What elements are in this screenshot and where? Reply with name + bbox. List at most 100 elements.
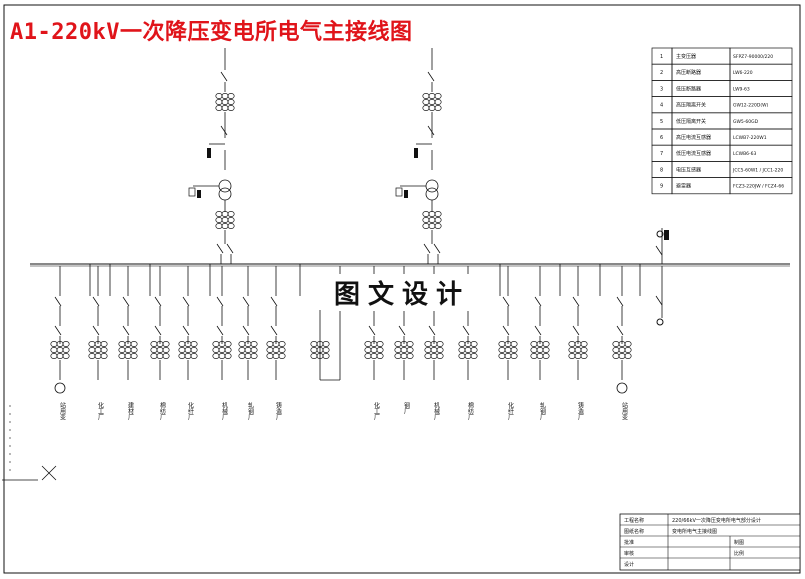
feeder-left-5-ct-ring	[190, 347, 198, 353]
feeder-right-2-ct-ring	[400, 347, 408, 353]
feeder-right-6-ct-ring	[536, 347, 544, 353]
feeder-left-6-ct-ring	[218, 353, 226, 359]
feeder-left-5-ct-ring	[184, 347, 192, 353]
feeder-right-1-ct-ring	[364, 353, 372, 359]
feeder-right-8-ct-ring	[618, 353, 626, 359]
tb-project: 220/66kV一次降压变电所电气部分设计	[672, 517, 761, 524]
feeder-right-8-ct-ring	[612, 353, 620, 359]
feeder-right-2-ct-ring	[394, 347, 402, 353]
feeder-right-1-ct-ring	[370, 341, 378, 347]
transformer-bay-2-ct-ring	[434, 93, 442, 99]
station-transformer-1	[54, 382, 66, 394]
feeder-left-3-ct-ring	[124, 353, 132, 359]
eq-cell-model	[729, 177, 793, 195]
feeder-left-6-label: 机械厂	[221, 401, 228, 421]
feeder-left-6-ct-ring	[224, 347, 232, 353]
transformer-bay-2-breaker	[427, 125, 435, 136]
transformer-bay-1-ct-ring	[221, 105, 229, 111]
feeder-right-6-label: 轧钢厂	[539, 401, 546, 421]
feeder-right-4-ct-ring	[458, 347, 466, 353]
feeder-left-6-ct-ring	[218, 347, 226, 353]
feeder-right-1-ct-ring	[364, 347, 372, 353]
feeder-right-6-breaker	[534, 325, 542, 336]
feeder-left-4-ct-ring	[162, 347, 170, 353]
feeder-left-2-breaker	[92, 325, 100, 336]
feeder-right-2-label: 钢厂	[403, 401, 410, 415]
feeder-left-1-breaker	[54, 325, 62, 336]
feeder-left-5-ct-ring	[178, 347, 186, 353]
bus-coupler-ct-ring	[310, 341, 318, 347]
feeder-right-8-ct-ring	[612, 347, 620, 353]
feeder-right-4-ct-ring	[458, 341, 466, 347]
feeder-left-1-ct-ring	[62, 347, 70, 353]
feeder-left-8-ct-ring	[272, 353, 280, 359]
feeder-right-5-ct-ring	[498, 353, 506, 359]
feeder-left-1-ct-ring	[50, 347, 58, 353]
transformer-bay-2-switch-a	[423, 243, 431, 254]
transformer-bay-1-neutral-box	[188, 187, 196, 197]
feeder-left-1-ct-ring	[56, 341, 64, 347]
transformer-bay-1-ct-ring	[215, 105, 223, 111]
feeder-left-4-breaker	[154, 325, 162, 336]
feeder-right-6-ct-ring	[542, 347, 550, 353]
feeder-right-7-ct-ring	[568, 353, 576, 359]
feeder-left-5-ct-ring	[184, 353, 192, 359]
feeder-right-2-ct-ring	[400, 341, 408, 347]
eq-no: 7	[660, 151, 663, 157]
eq-model: GW5-60GD	[733, 119, 759, 125]
feeder-left-6-ct-ring	[212, 347, 220, 353]
ref-cross-b	[41, 465, 57, 481]
eq-name: 避雷器	[676, 183, 691, 190]
transformer-bay-2-arrester	[414, 148, 418, 158]
diagram-elements: 站用变化工厂建材厂棉纺厂化纤厂机械厂轧钢厂铸造厂化工厂钢厂机械厂棉纺厂化纤厂轧钢…	[50, 48, 669, 421]
feeder-right-8-ct-ring	[624, 341, 632, 347]
transformer-bay-1-isolator	[220, 71, 228, 82]
transformer-bay-1-ct-ring	[221, 99, 229, 105]
feeder-right-2-ct-ring	[406, 353, 414, 359]
feeder-left-8-ct-ring	[278, 341, 286, 347]
feeder-left-4-ct-ring	[156, 347, 164, 353]
feeder-right-4-label: 棉纺厂	[467, 401, 474, 421]
transformer-bay-1-ct2-ring	[227, 217, 235, 223]
feeder-right-8-ct-ring	[624, 353, 632, 359]
feeder-right-7-ct-ring	[574, 353, 582, 359]
feeder-right-2-ct-ring	[394, 353, 402, 359]
feeder-right-7-breaker	[572, 325, 580, 336]
feeder-left-2-ct-ring	[88, 341, 96, 347]
bus-coupler-ct-ring	[322, 347, 330, 353]
eq-model: LCWB7-220W1	[733, 135, 767, 141]
transformer-bay-1-ct2-ring	[221, 211, 229, 217]
transformer-bay-1-switch-a	[216, 243, 224, 254]
drawing-title: A1-220kV一次降压变电所电气主接线图	[10, 20, 413, 45]
feeder-right-8-isolator	[616, 296, 624, 307]
feeder-left-1-ct-ring	[56, 347, 64, 353]
tb-label-check: 批准	[624, 539, 634, 546]
feeder-left-6-ct-ring	[224, 341, 232, 347]
feeder-left-3-isolator	[122, 296, 130, 307]
feeder-right-6-ct-ring	[542, 353, 550, 359]
feeder-left-7-ct-ring	[250, 341, 258, 347]
feeder-right-5-ct-ring	[510, 347, 518, 353]
transformer-bay-2-ct-ring	[422, 99, 430, 105]
transformer-bay-2-ct2-ring	[422, 211, 430, 217]
feeder-right-2-ct-ring	[400, 353, 408, 359]
feeder-right-6-ct-ring	[530, 353, 538, 359]
feeder-left-3-ct-ring	[130, 341, 138, 347]
feeder-left-1-ct-ring	[50, 341, 58, 347]
bus-coupler-ct-ring	[322, 341, 330, 347]
eq-no: 6	[660, 135, 663, 141]
eq-name: 低压电流互感器	[676, 150, 711, 157]
feeder-left-1-ct-ring	[50, 353, 58, 359]
feeder-right-6-ct-ring	[536, 353, 544, 359]
feeder-right-3-ct-ring	[430, 347, 438, 353]
feeder-left-8-isolator	[270, 296, 278, 307]
feeder-left-7-ct-ring	[244, 353, 252, 359]
transformer-bay-2-isolator	[427, 71, 435, 82]
feeder-left-7-label: 轧钢厂	[247, 401, 254, 421]
eq-model: SFPZ7-90000/220	[733, 54, 773, 60]
feeder-right-4-ct-ring	[470, 341, 478, 347]
feeder-left-2-ct-ring	[88, 347, 96, 353]
feeder-left-8-ct-ring	[266, 341, 274, 347]
station-transformer-2	[616, 382, 628, 394]
